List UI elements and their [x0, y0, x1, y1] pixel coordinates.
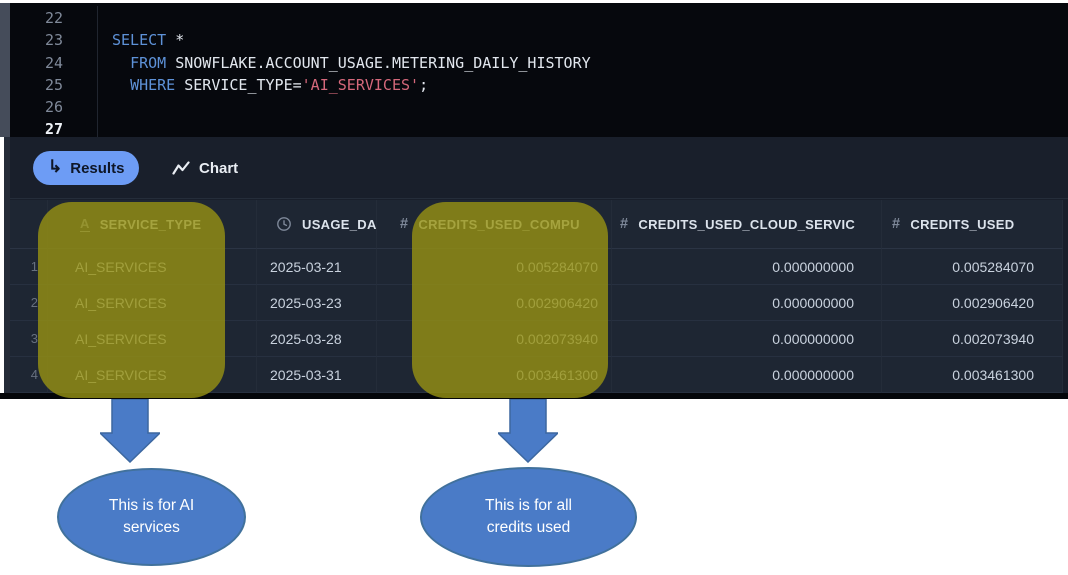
highlight-service-type-column — [38, 202, 225, 398]
line-number: 24 — [44, 53, 63, 72]
code-line[interactable]: FROM SNOWFLAKE.ACCOUNT_USAGE.METERING_DA… — [130, 53, 591, 72]
column-header-credits_used[interactable]: # CREDITS_USED — [882, 200, 1063, 249]
editor-left-scrollbar[interactable] — [0, 3, 10, 137]
annotation-arrow-credits-used — [498, 399, 558, 463]
column-header-credits_used_cloud_services[interactable]: # CREDITS_USED_CLOUD_SERVIC — [612, 200, 882, 249]
return-arrow-icon: ↳ — [48, 157, 63, 176]
column-header-label: CREDITS_USED — [910, 216, 1015, 232]
cell-usage_date[interactable]: 2025-03-31 — [257, 357, 377, 393]
callout-all-credits-text: This is for all credits used — [485, 497, 572, 536]
panel-left-edge — [4, 137, 10, 399]
line-number: 22 — [44, 9, 63, 27]
cell-credits_used_cloud_services[interactable]: 0.000000000 — [612, 249, 882, 285]
cell-credits_used[interactable]: 0.003461300 — [882, 357, 1063, 393]
callout-ai-services: This is for AI services — [57, 468, 246, 566]
code-line[interactable]: WHERE SERVICE_TYPE='AI_SERVICES'; — [130, 75, 429, 94]
cell-credits_used_cloud_services[interactable]: 0.000000000 — [612, 321, 882, 357]
sql-editor[interactable]: 22 23 24 25 26 27 SELECT * FROM SNOWFLAKE.ACC… — [0, 3, 1068, 140]
cell-credits_used[interactable]: 0.002073940 — [882, 321, 1063, 357]
editor-code[interactable]: SELECT * FROM SNOWFLAKE.ACCOUNT_USAGE.ME… — [112, 7, 591, 141]
line-number: 25 — [44, 75, 63, 94]
number-type-icon: # — [892, 216, 901, 232]
gutter-divider — [97, 6, 98, 140]
callout-ai-services-text: This is for AI services — [108, 497, 195, 536]
column-header-usage_date[interactable]: USAGE_DA — [257, 200, 377, 249]
callout-all-credits: This is for all credits used — [420, 467, 637, 567]
cell-credits_used_cloud_services[interactable]: 0.000000000 — [612, 357, 882, 393]
cell-usage_date[interactable]: 2025-03-28 — [257, 321, 377, 357]
code-line[interactable]: SELECT * — [112, 31, 185, 50]
tab-chart-label: Chart — [199, 159, 239, 177]
cell-credits_used_cloud_services[interactable]: 0.000000000 — [612, 285, 882, 321]
annotation-arrow-ai-services — [100, 399, 160, 463]
tabbar-divider — [0, 198, 1068, 199]
line-number: 26 — [44, 98, 63, 117]
cell-credits_used[interactable]: 0.005284070 — [882, 249, 1063, 285]
clock-icon — [276, 216, 292, 232]
line-number: 27 — [44, 120, 63, 139]
highlight-credits-used-compute-column — [412, 202, 608, 398]
code-line[interactable] — [112, 7, 591, 29]
number-type-icon: # — [400, 216, 409, 232]
line-number: 23 — [44, 31, 63, 50]
column-header-label: CREDITS_USED_CLOUD_SERVIC — [638, 216, 856, 232]
code-line[interactable] — [112, 96, 591, 118]
tab-results-label: Results — [70, 159, 125, 177]
number-type-icon: # — [620, 216, 629, 232]
column-header-label: USAGE_DA — [302, 216, 377, 232]
cell-usage_date[interactable]: 2025-03-21 — [257, 249, 377, 285]
tab-chart[interactable]: Chart — [172, 151, 238, 185]
editor-gutter: 22 23 24 25 26 27 — [10, 7, 63, 141]
page-left-margin — [0, 137, 4, 399]
tab-results[interactable]: ↳ Results — [33, 151, 140, 185]
cell-credits_used[interactable]: 0.002906420 — [882, 285, 1063, 321]
line-chart-icon — [172, 160, 190, 175]
cell-usage_date[interactable]: 2025-03-23 — [257, 285, 377, 321]
